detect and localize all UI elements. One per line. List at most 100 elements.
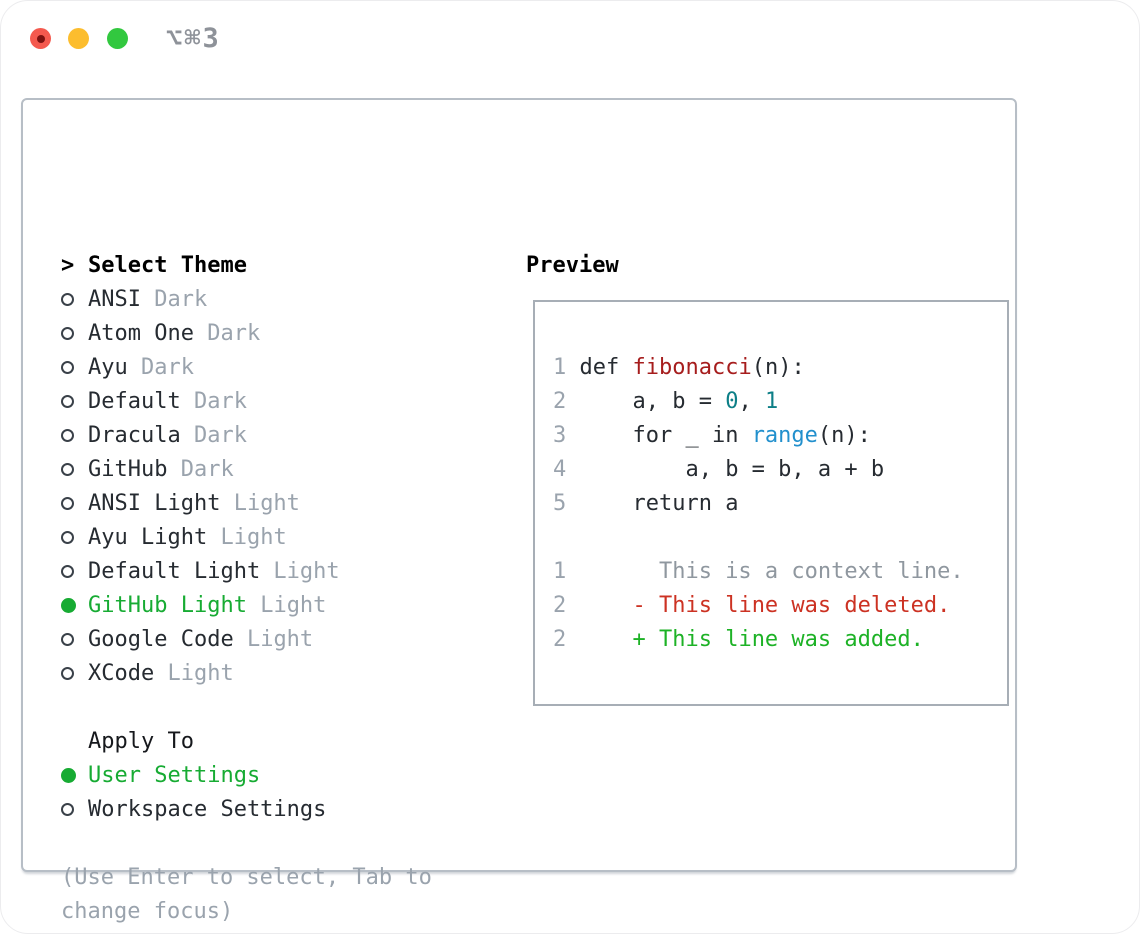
focus-marker: > bbox=[61, 253, 88, 278]
theme-variant-tag: Dark bbox=[167, 456, 234, 482]
circle-outline-icon bbox=[61, 326, 74, 340]
theme-option-ansi[interactable]: ANSI Dark bbox=[61, 282, 340, 316]
theme-variant-tag: Light bbox=[207, 524, 287, 550]
radio-unselected-icon bbox=[61, 326, 88, 340]
code-token-code: (n): bbox=[817, 423, 871, 448]
circle-outline-icon bbox=[61, 462, 74, 476]
titlebar: ⌥⌘3 bbox=[1, 1, 1139, 71]
code-token-ctx: This is a context line. bbox=[566, 559, 964, 584]
code-token-del: - This line was deleted. bbox=[632, 593, 951, 618]
minimize-button[interactable] bbox=[68, 28, 89, 49]
code-line: 2 + This line was added. bbox=[553, 623, 1007, 657]
code-token-num: 1 bbox=[553, 355, 580, 380]
code-token-add: + This line was added. bbox=[632, 627, 924, 652]
theme-variant-tag: Dark bbox=[140, 286, 208, 312]
radio-unselected-icon bbox=[61, 564, 88, 578]
zoom-button[interactable] bbox=[107, 28, 128, 49]
theme-option-ayu[interactable]: Ayu Dark bbox=[61, 350, 340, 384]
filled-circle-icon bbox=[61, 767, 76, 783]
focus-marker-glyph: > bbox=[61, 252, 75, 278]
circle-outline-icon bbox=[61, 802, 74, 816]
apply-option-user-settings[interactable]: User Settings bbox=[61, 758, 326, 792]
theme-option-default[interactable]: Default Dark bbox=[61, 384, 340, 418]
code-line-blank bbox=[553, 521, 1007, 555]
theme-option-github-light[interactable]: GitHub Light Light bbox=[61, 588, 340, 622]
apply-option-label: User Settings bbox=[88, 762, 261, 788]
code-line: 2 - This line was deleted. bbox=[553, 589, 1007, 623]
code-line: 1 def fibonacci(n): bbox=[553, 351, 1007, 385]
code-line: 2 a, b = 0, 1 bbox=[553, 385, 1007, 419]
radio-unselected-icon bbox=[61, 666, 88, 680]
theme-option-label: Default bbox=[88, 388, 181, 414]
theme-option-label: Default Light bbox=[88, 558, 261, 584]
code-token-lit: 0 bbox=[725, 389, 739, 414]
theme-variant-tag: Light bbox=[246, 592, 327, 618]
code-token-code: return a bbox=[566, 491, 739, 516]
close-button[interactable] bbox=[30, 28, 51, 49]
theme-option-ayu-light[interactable]: Ayu Light Light bbox=[61, 520, 340, 554]
theme-option-dracula[interactable]: Dracula Dark bbox=[61, 418, 340, 452]
theme-list-header: >Select Theme bbox=[61, 248, 340, 282]
code-token-code: def bbox=[579, 355, 633, 380]
code-token-num: 3 bbox=[553, 423, 567, 448]
theme-option-xcode[interactable]: XCode Light bbox=[61, 656, 340, 690]
apply-to-header-label: Apply To bbox=[88, 728, 194, 754]
code-token-code: a, b = b, a + b bbox=[566, 457, 885, 482]
circle-outline-icon bbox=[61, 632, 74, 646]
theme-option-ansi-light[interactable]: ANSI Light Light bbox=[61, 486, 340, 520]
circle-outline-icon bbox=[61, 564, 74, 578]
theme-option-label: GitHub bbox=[88, 456, 168, 482]
code-token-lit: 1 bbox=[764, 389, 779, 414]
circle-outline-icon bbox=[61, 394, 74, 408]
theme-option-label: Google Code bbox=[88, 626, 234, 652]
code-line: 1 This is a context line. bbox=[553, 555, 1007, 589]
theme-variant-tag: Dark bbox=[180, 388, 247, 414]
theme-variant-tag: Light bbox=[154, 660, 234, 686]
theme-option-label: GitHub Light bbox=[88, 592, 247, 618]
radio-unselected-icon bbox=[61, 428, 88, 442]
code-token-code: , bbox=[738, 389, 765, 414]
theme-option-label: Ayu bbox=[88, 354, 128, 380]
theme-option-atom-one[interactable]: Atom One Dark bbox=[61, 316, 340, 350]
code-token-blt: range bbox=[751, 423, 818, 448]
circle-outline-icon bbox=[61, 666, 74, 680]
code-token-code bbox=[566, 593, 632, 618]
code-token-code: (n): bbox=[751, 355, 805, 380]
radio-selected-icon bbox=[61, 597, 88, 613]
code-line: 4 a, b = b, a + b bbox=[553, 453, 1007, 487]
radio-selected-icon bbox=[61, 767, 88, 783]
code-token-num: 2 bbox=[553, 627, 567, 652]
code-token-num: 4 bbox=[553, 457, 567, 482]
radio-unselected-icon bbox=[61, 632, 88, 646]
theme-option-default-light[interactable]: Default Light Light bbox=[61, 554, 340, 588]
theme-variant-tag: Light bbox=[233, 626, 314, 652]
code-token-num: 1 bbox=[553, 559, 567, 584]
radio-unselected-icon bbox=[61, 802, 88, 816]
circle-outline-icon bbox=[61, 360, 74, 374]
theme-option-label: Atom One bbox=[88, 320, 194, 346]
theme-option-label: ANSI Light bbox=[88, 490, 221, 516]
hint-line-2: change focus) bbox=[61, 898, 234, 924]
keyboard-hint: (Use Enter to select, Tab to change focu… bbox=[61, 860, 432, 928]
theme-option-google-code[interactable]: Google Code Light bbox=[61, 622, 340, 656]
theme-option-label: Ayu Light bbox=[88, 524, 208, 550]
apply-option-label: Workspace Settings bbox=[88, 796, 327, 822]
code-token-num: 5 bbox=[553, 491, 567, 516]
filled-circle-icon bbox=[61, 597, 76, 613]
circle-outline-icon bbox=[61, 428, 74, 442]
radio-unselected-icon bbox=[61, 292, 88, 306]
code-line: 5 return a bbox=[553, 487, 1007, 521]
code-token-code: a, b = bbox=[566, 389, 726, 414]
circle-outline-icon bbox=[61, 530, 74, 544]
code-token-num: 2 bbox=[553, 389, 567, 414]
apply-option-workspace-settings[interactable]: Workspace Settings bbox=[61, 792, 326, 826]
radio-unselected-icon bbox=[61, 394, 88, 408]
apply-to-header: Apply To bbox=[61, 724, 326, 758]
theme-option-github[interactable]: GitHub Dark bbox=[61, 452, 340, 486]
preview-title: Preview bbox=[526, 252, 619, 278]
radio-unselected-icon bbox=[61, 462, 88, 476]
